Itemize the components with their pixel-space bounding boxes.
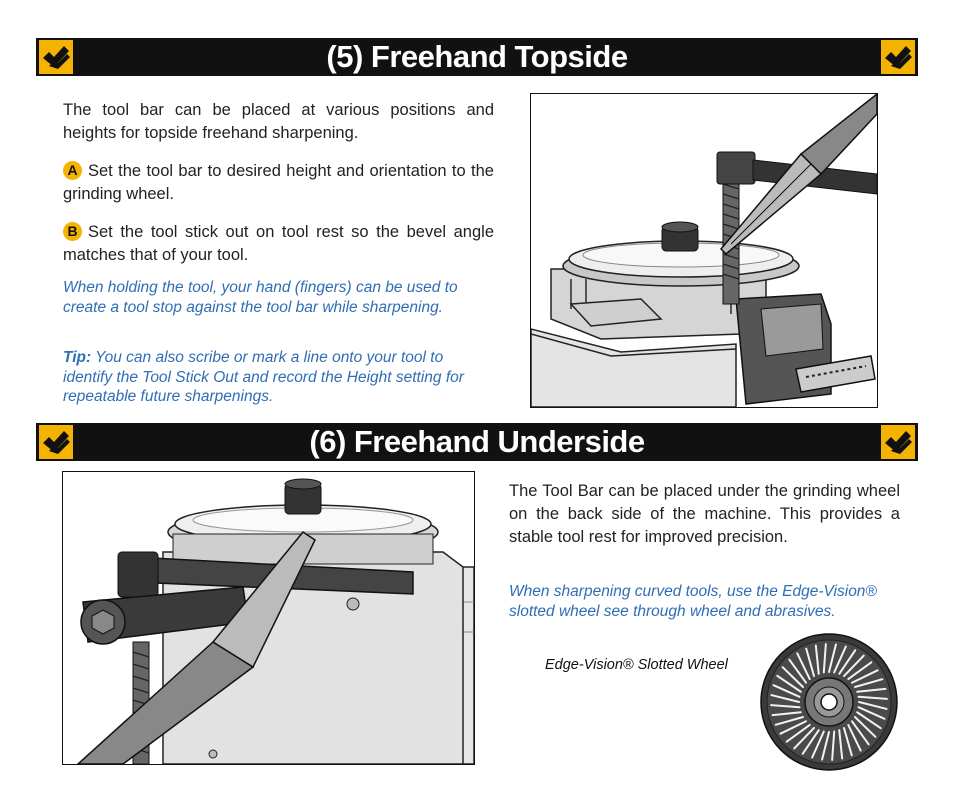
wheel-slot: [853, 716, 877, 738]
wheel-slot: [821, 731, 830, 761]
wheel-slot: [770, 694, 800, 703]
wheel-slot: [856, 687, 887, 693]
brand-badge-icon: [881, 425, 915, 459]
wheel-slot: [779, 720, 808, 735]
wheel-slot: [831, 730, 836, 761]
underside-illustration: [62, 471, 475, 765]
wheel-slot: [796, 652, 811, 681]
section5-banner: (5) Freehand Topside: [36, 38, 918, 76]
wheel-slot: [811, 730, 825, 759]
wheel-slot: [853, 678, 884, 688]
wheel-slot: [793, 726, 815, 750]
wheel-slot: [850, 720, 870, 746]
wheel-slot: [781, 666, 805, 688]
section6-note: When sharpening curved tools, use the Ed…: [509, 583, 877, 620]
wheel-slot: [856, 711, 882, 730]
wheel-slot: [857, 695, 888, 700]
step-a-text: Set the tool bar to desired height and o…: [63, 162, 494, 203]
step-a-marker: A: [63, 161, 82, 180]
wheel-slot: [788, 658, 808, 684]
wheel-slot: [850, 669, 879, 684]
grinder-underside-drawing: [76, 478, 474, 764]
wheel-slot: [858, 701, 888, 710]
section5-title: (5) Freehand Topside: [326, 39, 628, 74]
wheel-slot: [828, 643, 837, 673]
step-b-text: Set the tool stick out on tool rest so t…: [63, 223, 494, 264]
wheel-slot: [814, 644, 820, 675]
section6-banner: (6) Freehand Underside: [36, 423, 918, 461]
section5-note: When holding the tool, your hand (finger…: [63, 279, 458, 316]
brand-badge-icon: [881, 40, 915, 74]
wheel-slot: [805, 647, 815, 678]
wheel-slot: [843, 654, 865, 678]
topside-illustration: [530, 93, 878, 408]
section6-body: The Tool Bar can be placed under the gri…: [509, 482, 900, 546]
wheel-slot: [843, 726, 853, 757]
slotted-wheel-icon: [760, 633, 898, 771]
wheel-slot: [801, 729, 820, 755]
wheel-slot: [776, 674, 802, 693]
wheel-slot: [847, 723, 862, 752]
grinder-topside-drawing: [531, 94, 877, 407]
wheel-slot: [838, 729, 844, 760]
wheel-slot: [785, 723, 811, 743]
wheel-slot: [771, 711, 802, 717]
wheel-slot: [822, 643, 827, 674]
section5-tip: Tip: You can also scribe or mark a line …: [63, 348, 494, 407]
wheel-slot: [838, 649, 857, 675]
wheel-slot: [772, 684, 801, 698]
wheel-caption: Edge-Vision® Slotted Wheel: [545, 657, 728, 673]
brand-badge-icon: [39, 425, 73, 459]
tip-text: You can also scribe or mark a line onto …: [63, 349, 464, 405]
wheel-slot: [847, 661, 873, 681]
wheel-slot: [833, 645, 847, 674]
tip-label: Tip:: [63, 349, 92, 366]
wheel-slot: [857, 706, 886, 720]
section6-title: (6) Freehand Underside: [309, 424, 645, 459]
wheel-slot: [774, 716, 805, 726]
wheel-slot: [770, 704, 801, 709]
brand-badge-icon: [39, 40, 73, 74]
section5-intro: The tool bar can be placed at various po…: [63, 101, 494, 142]
step-b-marker: B: [63, 222, 82, 241]
